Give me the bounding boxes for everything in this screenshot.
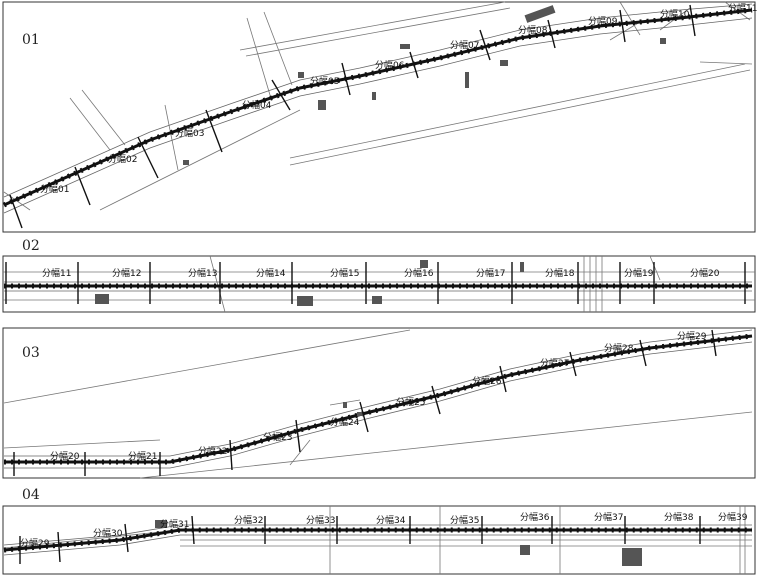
segment-tick xyxy=(479,29,491,61)
building-blocks-04 xyxy=(155,520,642,566)
segment-tick xyxy=(569,351,577,377)
road-01 xyxy=(2,3,753,214)
segment-label: 分幅22 xyxy=(198,445,227,457)
segment-label: 分幅01 xyxy=(40,183,69,195)
segment-tick xyxy=(9,194,23,229)
segment-label: 分幅33 xyxy=(306,514,335,526)
panel-label-02: 02 xyxy=(22,238,40,254)
segment-tick xyxy=(359,401,369,433)
segment-label: 分幅30 xyxy=(93,527,123,539)
segment-tick xyxy=(74,166,91,206)
segment-label: 分幅12 xyxy=(112,267,141,279)
segment-tick xyxy=(689,4,696,37)
segment-tick xyxy=(711,329,717,357)
segment-tick xyxy=(124,523,129,553)
segment-label: 分幅37 xyxy=(594,511,623,523)
segment-label: 分幅35 xyxy=(450,514,479,526)
segment-tick xyxy=(229,439,233,471)
segment-label: 分幅36 xyxy=(520,511,550,523)
segment-label: 分幅29 xyxy=(20,537,50,549)
segment-label: 分幅21 xyxy=(128,450,157,462)
segment-tick xyxy=(271,79,291,111)
panel-frame-03 xyxy=(2,327,756,479)
road-03 xyxy=(4,329,753,469)
segment-tick xyxy=(409,51,419,79)
segment-label: 分幅08 xyxy=(518,24,548,36)
segment-tick xyxy=(341,62,351,96)
segment-tick xyxy=(205,109,223,153)
segment-label: 分幅38 xyxy=(664,511,694,523)
segment-label: 分幅27 xyxy=(540,357,569,369)
segment-label: 分幅16 xyxy=(404,267,434,279)
segment-label: 分幅13 xyxy=(188,267,217,279)
segment-label: 分幅09 xyxy=(588,15,618,27)
segment-label: 分幅32 xyxy=(234,514,263,526)
panel-frame-01 xyxy=(2,1,756,233)
segment-label: 分幅05 xyxy=(310,75,339,87)
segment-label: 分幅11 xyxy=(42,267,71,279)
segment-tick xyxy=(639,339,647,367)
building-blocks-03 xyxy=(343,402,363,416)
segment-label: 分幅03 xyxy=(175,127,204,139)
panel-label-01: 01 xyxy=(22,32,40,48)
segment-label: 分幅17 xyxy=(476,267,505,279)
segment-label: 分幅10 xyxy=(660,8,690,20)
segment-label: 分幅20 xyxy=(690,267,720,279)
segment-label: 分幅06 xyxy=(375,59,405,71)
segment-tick xyxy=(295,419,301,453)
segment-tick xyxy=(431,385,441,415)
building-blocks-01 xyxy=(183,5,666,165)
segment-ticks xyxy=(5,4,746,564)
segment-label: 分幅26 xyxy=(472,375,502,387)
segment-label: 分幅04 xyxy=(242,99,272,111)
segment-label: 分幅25 xyxy=(396,396,425,408)
background-lines-01 xyxy=(3,1,753,211)
segment-tick xyxy=(547,19,556,49)
segment-tick xyxy=(137,136,159,179)
segment-label: 分幅15 xyxy=(330,267,359,279)
segment-label: 分幅19 xyxy=(624,267,654,279)
segment-label: 分幅34 xyxy=(376,514,406,526)
segment-tick xyxy=(57,531,61,563)
segment-tick xyxy=(499,365,507,393)
road-04 xyxy=(3,524,752,556)
panel-label-03: 03 xyxy=(22,345,40,361)
segment-label: 分幅18 xyxy=(545,267,575,279)
building-blocks-02 xyxy=(95,260,524,306)
panel-frame-02 xyxy=(2,255,756,313)
segment-tick xyxy=(191,515,195,545)
background-lines-03 xyxy=(3,329,753,479)
segment-label: 分幅39 xyxy=(718,511,748,523)
panel-label-04: 04 xyxy=(22,487,40,503)
segment-label: 分幅24 xyxy=(330,416,360,428)
panel-frame-04 xyxy=(2,505,756,575)
segment-label: 分幅07 xyxy=(450,39,479,51)
segment-label: 分幅11 xyxy=(728,2,757,14)
segment-label: 分幅28 xyxy=(604,342,634,354)
segment-label: 分幅31 xyxy=(160,518,189,530)
segment-label: 分幅20 xyxy=(50,450,80,462)
segment-label: 分幅29 xyxy=(677,330,707,342)
segment-label: 分幅02 xyxy=(108,153,137,165)
road-02 xyxy=(4,281,752,292)
segment-tick xyxy=(619,9,626,43)
segment-labels: 分幅01 分幅02 分幅03 分幅04 分幅05 分幅06 分幅07 分幅08 分幅09 分幅10… xyxy=(20,2,757,549)
segment-label: 分幅23 xyxy=(263,431,292,443)
segment-label: 分幅14 xyxy=(256,267,286,279)
